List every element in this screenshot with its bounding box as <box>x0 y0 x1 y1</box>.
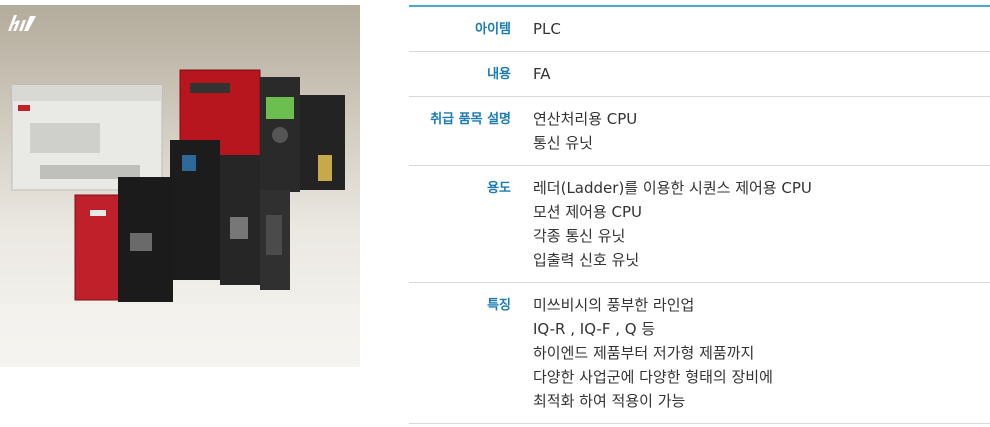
spec-value-line: FA <box>533 65 551 83</box>
red-front-module <box>74 177 173 302</box>
spec-value-line: 미쓰비시의 풍부한 라인업 <box>533 296 695 314</box>
spec-value: PLC <box>533 6 990 52</box>
spec-label: 용도 <box>409 165 533 283</box>
spec-value-line: IQ-R , IQ-F , Q 등 <box>533 320 656 338</box>
spec-value-line: 하이엔드 제품부터 저가형 제품까지 <box>533 344 755 362</box>
black-io-modules <box>170 140 290 290</box>
spec-row-content: 내용 FA <box>409 51 990 97</box>
white-plc-unit <box>11 84 163 191</box>
spec-row-description: 취급 품목 설명 연산처리용 CPU 통신 유닛 <box>409 96 990 166</box>
spec-value-line: 다양한 사업군에 다양한 형태의 장비에 <box>533 368 773 386</box>
spec-label: 특징 <box>409 282 533 424</box>
product-photo <box>0 5 360 367</box>
spec-table: 아이템 PLC 내용 FA 취급 품목 설명 연산처리용 CPU 통신 유닛 용… <box>409 5 990 424</box>
spec-value-line: 연산처리용 CPU <box>533 110 638 128</box>
spec-value-line: 통신 유닛 <box>533 134 593 152</box>
spec-row-item: 아이템 PLC <box>409 6 990 52</box>
spec-value-line: 모션 제어용 CPU <box>533 203 643 221</box>
plc-illustration <box>0 69 360 367</box>
spec-row-usage: 용도 레더(Ladder)를 이용한 시퀀스 제어용 CPU 모션 제어용 CP… <box>409 165 990 283</box>
spec-value-line: 입출력 신호 유닛 <box>533 251 640 269</box>
spec-value: FA <box>533 51 990 97</box>
hi-logo-icon <box>8 15 36 31</box>
spec-value-line: 각종 통신 유닛 <box>533 227 626 245</box>
spec-value-line: 레더(Ladder)를 이용한 시퀀스 제어용 CPU <box>533 179 812 197</box>
spec-value-line: PLC <box>533 20 561 38</box>
spec-value: 레더(Ladder)를 이용한 시퀀스 제어용 CPU 모션 제어용 CPU 각… <box>533 165 990 283</box>
spec-label: 아이템 <box>409 6 533 52</box>
spec-label: 내용 <box>409 51 533 97</box>
spec-row-features: 특징 미쓰비시의 풍부한 라인업 IQ-R , IQ-F , Q 등 하이엔드 … <box>409 282 990 424</box>
spec-value: 연산처리용 CPU 통신 유닛 <box>533 96 990 166</box>
spec-value-line: 최적화 하여 적용이 가능 <box>533 392 686 410</box>
spec-label: 취급 품목 설명 <box>409 96 533 166</box>
spec-value: 미쓰비시의 풍부한 라인업 IQ-R , IQ-F , Q 등 하이엔드 제품부… <box>533 282 990 424</box>
